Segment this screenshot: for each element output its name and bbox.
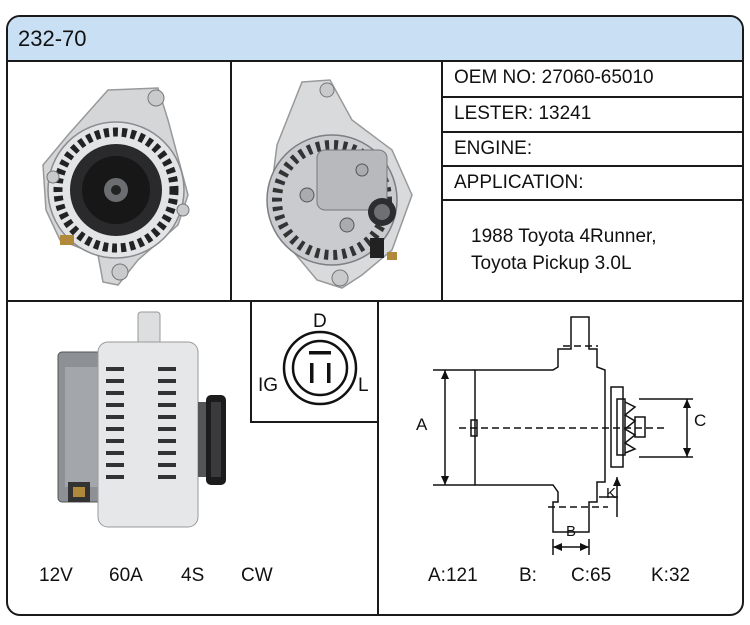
application-line-1: 1988 Toyota 4Runner, <box>471 226 657 247</box>
alternator-rear-photo <box>266 79 413 289</box>
info-row-4-divider <box>443 199 742 201</box>
lester-row: LESTER: 13241 <box>454 103 591 125</box>
engine-label: ENGINE: <box>454 138 533 159</box>
dim-value-c: C:65 <box>571 565 612 586</box>
spec-amperage: 60A <box>109 565 143 586</box>
application-label: APPLICATION: <box>454 172 584 193</box>
divider-vertical-bottom <box>377 302 379 614</box>
dimension-diagram <box>433 316 693 555</box>
connector-box-bottom <box>250 421 378 423</box>
engine-row: ENGINE: <box>454 138 532 160</box>
application-line-2: Toyota Pickup 3.0L <box>471 253 632 274</box>
alternator-side-photo <box>57 311 226 528</box>
spec-voltage: 12V <box>39 565 73 586</box>
alternator-front-photo <box>42 87 190 286</box>
connector-terminal-ig: IG <box>258 375 279 396</box>
dim-value-a: A:121 <box>428 565 478 586</box>
dim-label-b: B <box>566 523 577 540</box>
divider-vertical-photos <box>230 60 232 300</box>
oem-label: OEM NO: <box>454 67 537 88</box>
divider-horizontal-middle <box>8 300 742 302</box>
oem-value: 27060-65010 <box>541 67 654 88</box>
application-row: APPLICATION: <box>454 172 584 194</box>
connector-box-left <box>250 302 252 423</box>
spec-groove: 4S <box>181 565 205 586</box>
dim-value-k: K:32 <box>651 565 691 586</box>
dim-label-a: A <box>416 415 428 434</box>
part-number: 232-70 <box>18 26 87 51</box>
dim-label-c: C <box>694 411 707 430</box>
connector-diagram <box>282 330 358 406</box>
info-row-3-divider <box>443 165 742 167</box>
spec-rotation: CW <box>241 565 273 586</box>
connector-terminal-d: D <box>313 311 327 332</box>
info-row-1-divider <box>443 96 742 98</box>
product-card: 232-70 OEM NO: 27060-65010 LESTER: 13241… <box>6 15 744 616</box>
header-bar: 232-70 <box>8 17 742 62</box>
connector-terminal-l: L <box>358 375 369 396</box>
lester-label: LESTER: <box>454 103 534 124</box>
lester-value: 13241 <box>538 103 592 124</box>
dim-label-k: K <box>606 485 617 502</box>
dim-value-b: B: <box>519 565 537 586</box>
divider-vertical-info <box>441 60 443 300</box>
info-row-2-divider <box>443 131 742 133</box>
oem-row: OEM NO: 27060-65010 <box>454 67 654 89</box>
